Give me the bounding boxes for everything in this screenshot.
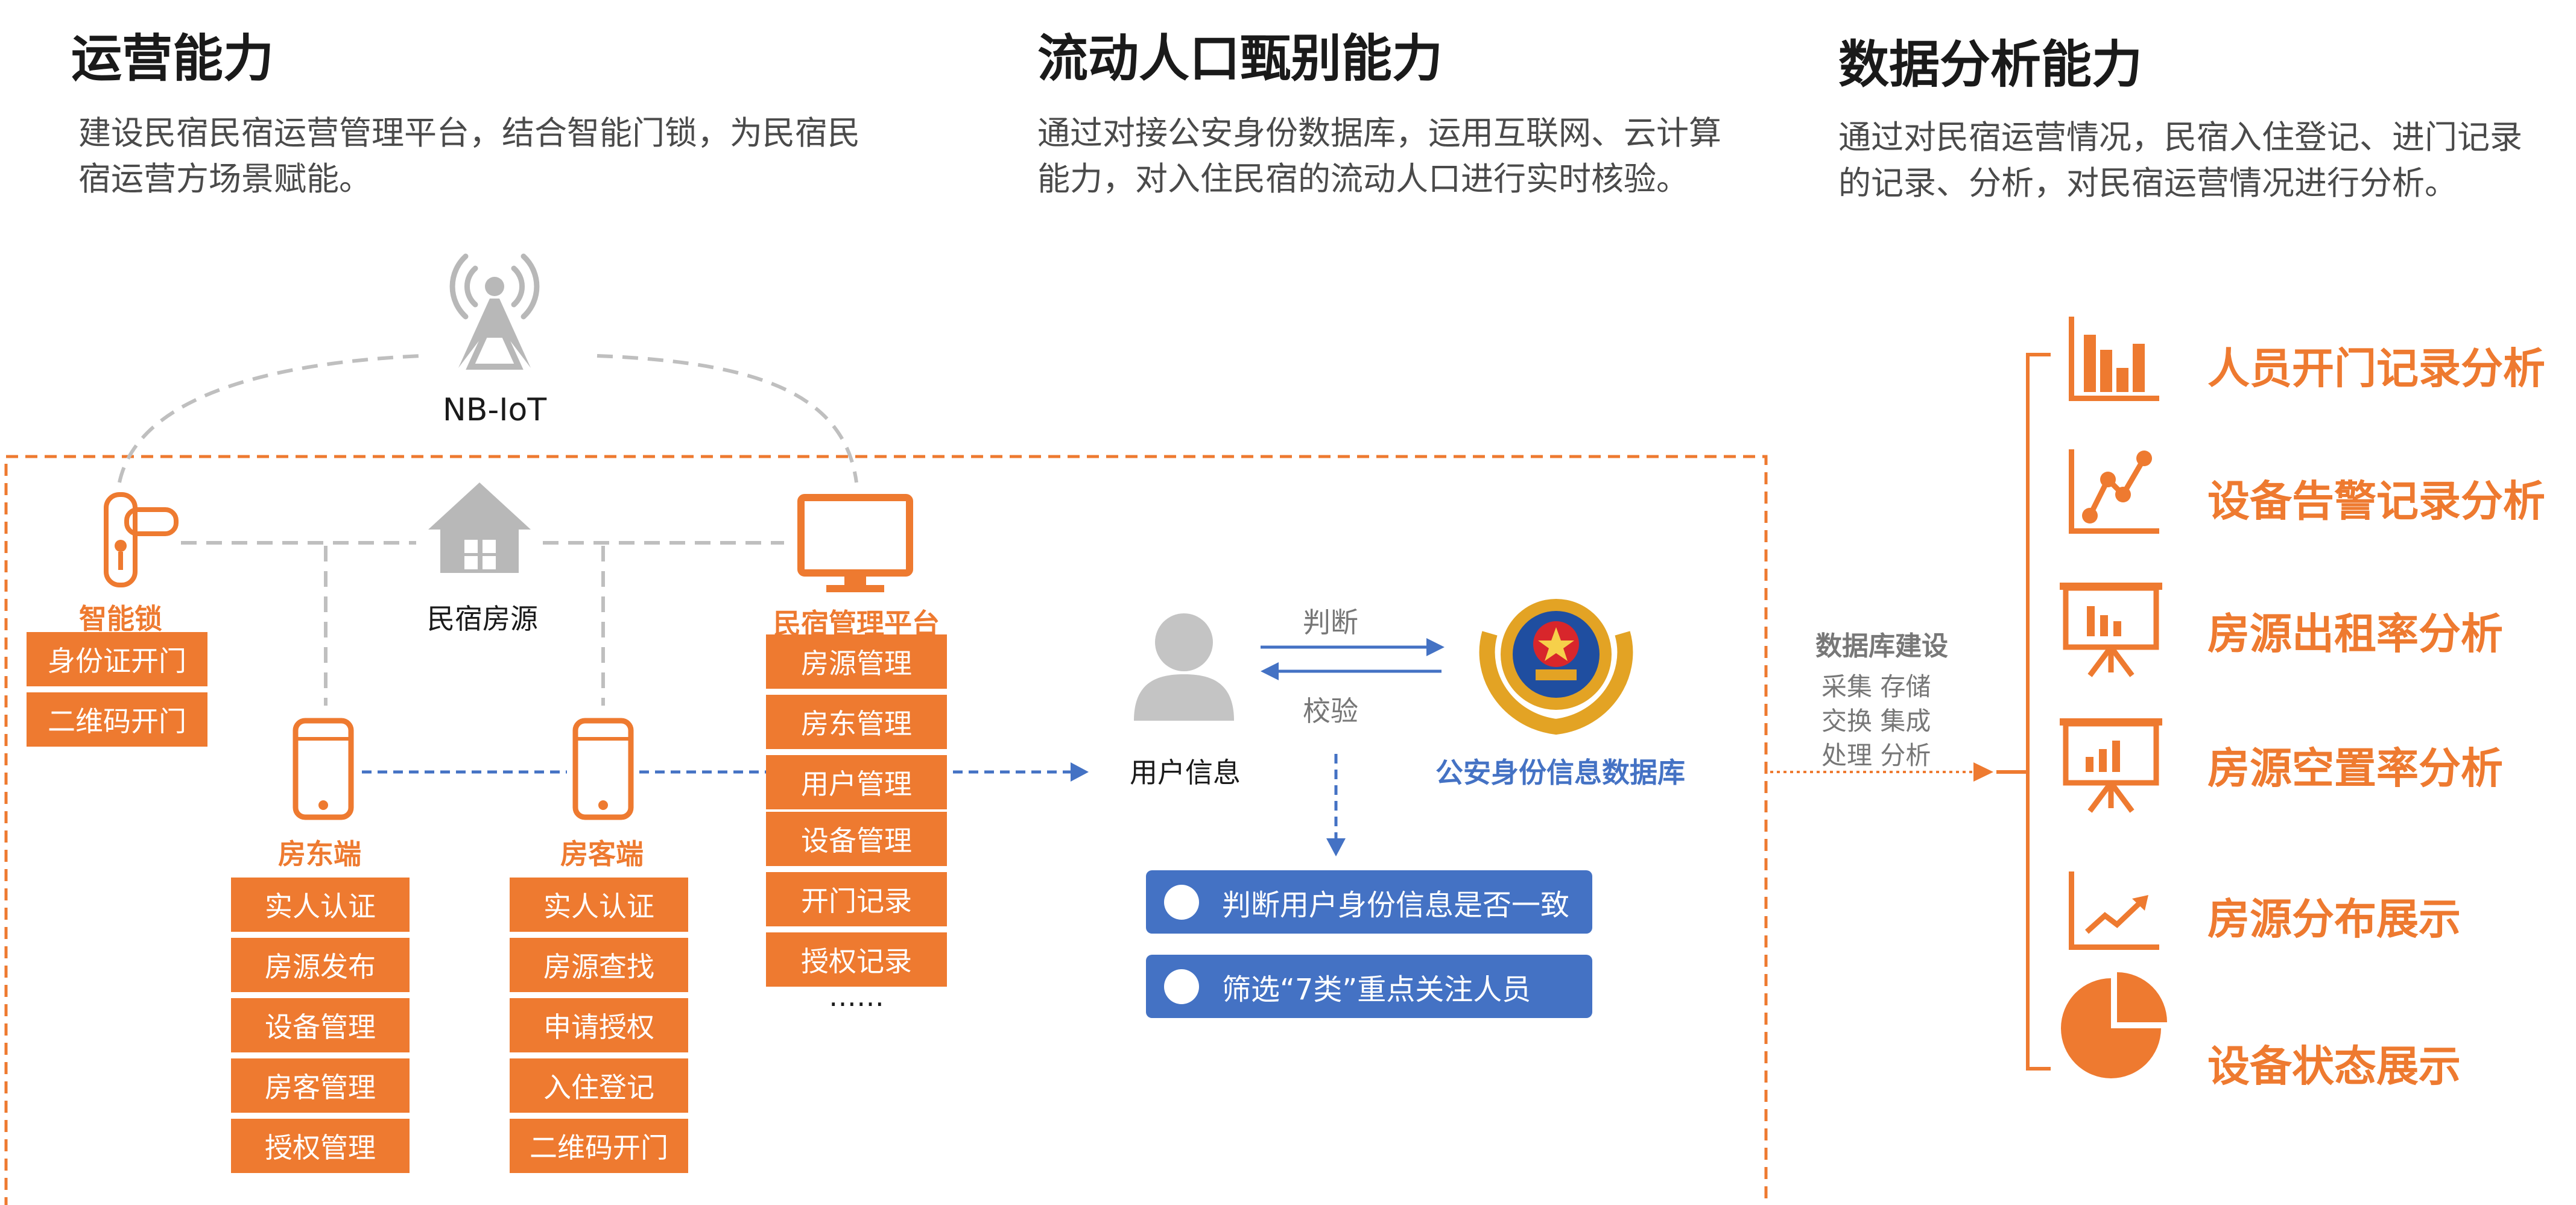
- presentation-chart-icon: [2060, 718, 2162, 813]
- population-desc: 通过对接公安身份数据库，运用互联网、云计算 能力，对入住民宿的流动人口进行实时核…: [1037, 114, 1721, 198]
- analysis-item: 房源出租率分析: [2207, 609, 2503, 659]
- analysis-bracket: [2026, 353, 2051, 1071]
- bullet-icon: [1164, 884, 1199, 920]
- platform-item: 房东管理: [766, 695, 947, 749]
- smart-lock-item: 二维码开门: [27, 692, 207, 747]
- pie-chart-icon: [2061, 972, 2167, 1078]
- line-chart-icon: [2069, 449, 2159, 534]
- trend-chart-icon: [2069, 871, 2159, 950]
- guest-item: 房源查找: [510, 938, 688, 992]
- analysis-item: 房源空置率分析: [2207, 744, 2503, 793]
- verify-label: 校验: [1303, 695, 1358, 727]
- operations-title: 运营能力: [71, 29, 274, 88]
- guest-item: 申请授权: [510, 998, 688, 1052]
- platform-user-arrowhead: [1071, 762, 1089, 782]
- operations-desc: 建设民宿民宿运营管理平台，结合智能门锁，为民宿民 宿运营方场景赋能。: [78, 114, 860, 198]
- landlord-title: 房东端: [278, 838, 361, 870]
- landlord-item: 设备管理: [231, 998, 410, 1052]
- db-build-row: 采集 存储: [1821, 672, 1931, 701]
- house-label: 民宿房源: [427, 602, 538, 635]
- landlord-item: 实人认证: [231, 878, 410, 932]
- platform-item: 用户管理: [766, 755, 947, 809]
- analysis-item: 房源分布展示: [2207, 894, 2461, 944]
- user-info-label: 用户信息: [1130, 756, 1241, 789]
- landlord-item: 房客管理: [231, 1058, 410, 1113]
- platform-item: 开门记录: [766, 872, 947, 926]
- db-build-row: 交换 集成: [1821, 706, 1931, 736]
- police-db-label: 公安身份信息数据库: [1435, 756, 1685, 789]
- platform-item: 授权记录: [766, 932, 947, 987]
- guest-item: 实人认证: [510, 878, 688, 932]
- landlord-item: 房源发布: [231, 938, 410, 992]
- presentation-board-icon: [2060, 583, 2162, 677]
- platform-more: ……: [829, 980, 884, 1013]
- analysis-desc: 通过对民宿运营情况，民宿入住登记、进门记录 的记录、分析，对民宿运营情况进行分析…: [1838, 118, 2522, 202]
- population-title: 流动人口甄别能力: [1037, 29, 1443, 88]
- landlord-phone-icon: [293, 718, 354, 820]
- db-build-title: 数据库建设: [1815, 631, 1948, 662]
- analysis-item: 设备状态展示: [2207, 1042, 2461, 1091]
- guest-item: 入住登记: [510, 1058, 688, 1113]
- smart-lock-item: 身份证开门: [27, 632, 207, 686]
- db-build-row: 处理 分析: [1821, 741, 1931, 770]
- nbiot-label: NB-IoT: [442, 392, 547, 428]
- analysis-item: 人员开门记录分析: [2207, 344, 2545, 393]
- landlord-item: 授权管理: [231, 1119, 410, 1173]
- analysis-title: 数据分析能力: [1838, 35, 2143, 94]
- result-identity-check: 判断用户身份信息是否一致: [1146, 870, 1592, 934]
- smart-lock-title: 智能锁: [79, 602, 162, 635]
- bullet-icon: [1164, 969, 1199, 1004]
- guest-item: 二维码开门: [510, 1119, 688, 1173]
- platform-item: 房源管理: [766, 634, 947, 689]
- guest-title: 房客端: [560, 838, 644, 870]
- nbiot-link-left: [118, 354, 423, 483]
- nbiot-link-right: [597, 354, 858, 483]
- guest-phone-icon: [572, 718, 634, 820]
- analysis-item: 设备告警记录分析: [2207, 476, 2545, 526]
- main-frame: [4, 455, 1768, 1205]
- result-key-persons: 筛选“7类”重点关注人员: [1146, 955, 1592, 1018]
- judge-label: 判断: [1303, 606, 1358, 639]
- platform-item: 设备管理: [766, 812, 947, 866]
- bar-chart-icon: [2069, 317, 2159, 401]
